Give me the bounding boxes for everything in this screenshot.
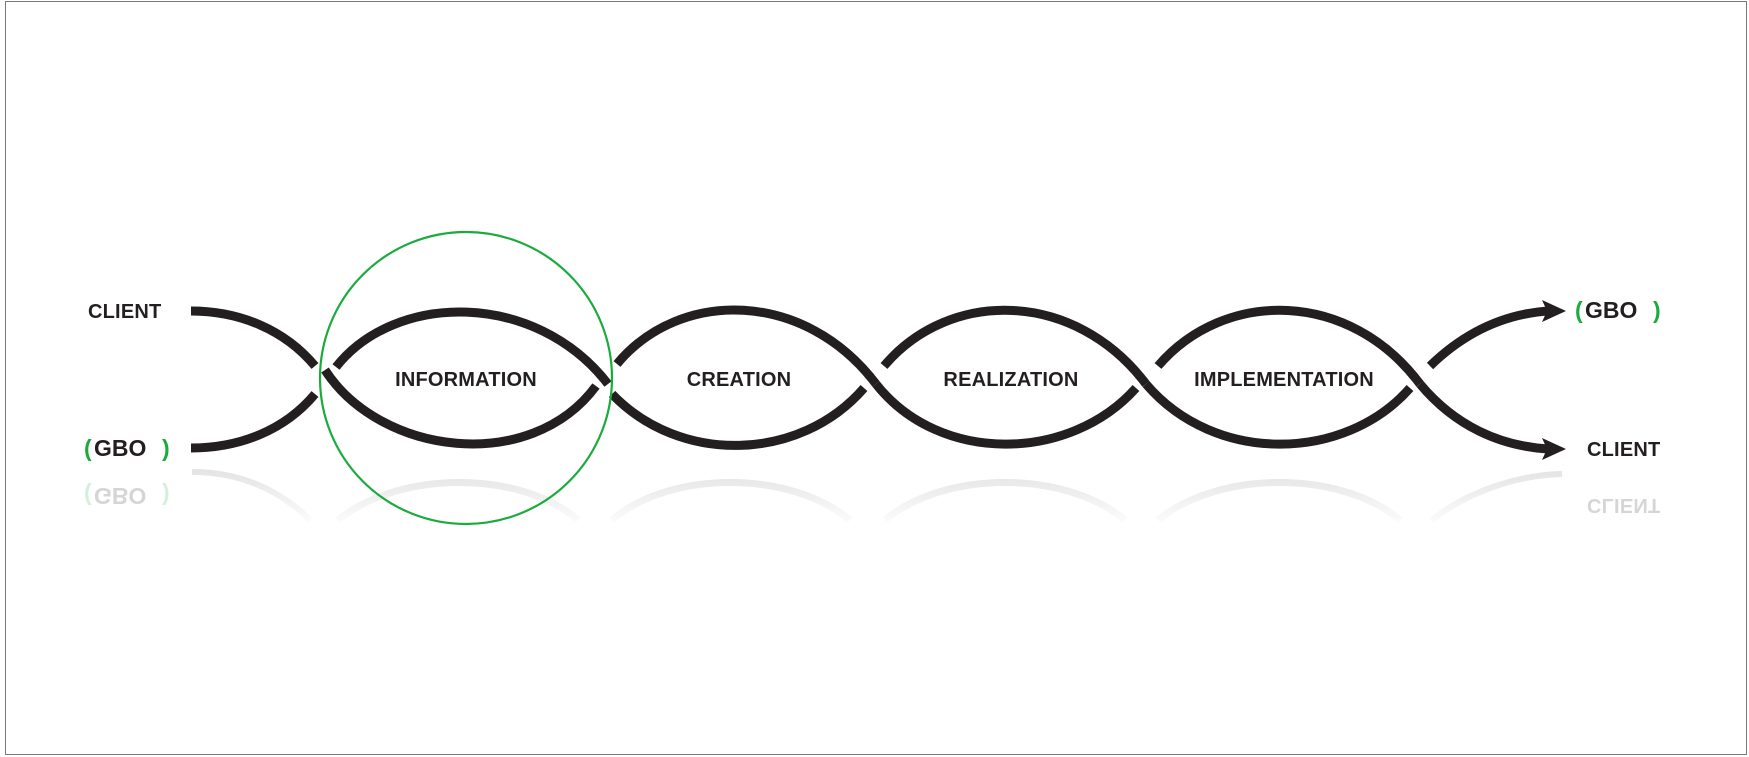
stage-label-information: INFORMATION: [395, 369, 537, 391]
strand-stage2-top: [613, 305, 880, 387]
reflected-logo: ( GBO ): [84, 483, 170, 509]
highlight-circle: [318, 230, 614, 526]
strand-stage1-bottom: [321, 367, 600, 449]
arrowhead-bottom-right: [1542, 438, 1566, 460]
stage-label-creation: CREATION: [687, 369, 792, 391]
reflected-client-label: CLIENT: [1587, 494, 1660, 516]
svg-text:): ): [162, 483, 170, 509]
client-label-bottom-right: CLIENT: [1587, 439, 1660, 461]
gbo-logo-left: ( GBO ): [84, 435, 170, 461]
stage-label-realization: REALIZATION: [943, 369, 1078, 391]
strand-stage2-bottom: [608, 385, 868, 450]
strand-entry-top: [190, 306, 319, 369]
strand-stage3-bottom: [872, 381, 1140, 449]
strand-exit-bottom: [1416, 381, 1549, 454]
svg-text:(: (: [1575, 297, 1583, 323]
svg-text:): ): [1653, 297, 1661, 323]
svg-text:(: (: [84, 435, 92, 461]
strand-stage3-top: [880, 305, 1150, 387]
svg-text:): ): [162, 435, 170, 461]
strand-stage4-bottom: [1142, 381, 1414, 449]
client-label-top-left: CLIENT: [88, 301, 161, 323]
strand-exit-top: [1426, 306, 1549, 370]
strand-reflection: [150, 469, 1600, 530]
strand-stage4-top: [1154, 305, 1424, 387]
gbo-logo-right: ( GBO ): [1575, 297, 1661, 323]
svg-text:(: (: [84, 483, 92, 509]
arrowhead-top-right: [1542, 300, 1566, 322]
svg-text:GBO: GBO: [94, 435, 146, 461]
stage-label-implementation: IMPLEMENTATION: [1194, 369, 1374, 391]
strand-entry-bottom: [190, 391, 319, 453]
svg-text:GBO: GBO: [1585, 297, 1637, 323]
helix-strands: [190, 305, 1549, 454]
svg-text:GBO: GBO: [94, 483, 146, 509]
svg-text:CLIENT: CLIENT: [1587, 494, 1660, 516]
strand-stage1-top: [332, 307, 612, 387]
